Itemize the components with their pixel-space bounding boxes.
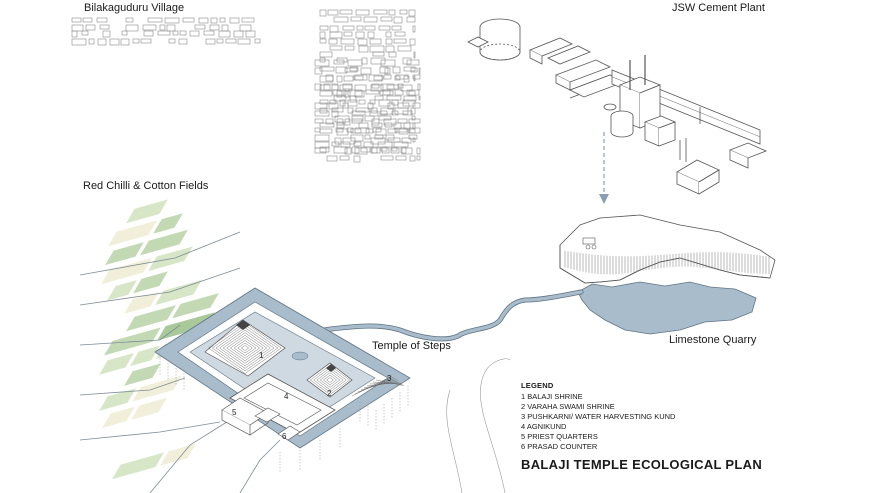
fields-patchwork bbox=[94, 196, 224, 483]
site-number-5: 5 bbox=[232, 408, 237, 417]
legend-item-1: 1 BALAJI SHRINE bbox=[521, 392, 583, 401]
quarry-label: Limestone Quarry bbox=[669, 334, 757, 346]
cement-plant-drawing bbox=[467, 18, 768, 195]
site-number-4: 4 bbox=[284, 392, 289, 401]
legend: LEGEND 1 BALAJI SHRINE 2 VARAHA SWAMI SH… bbox=[521, 381, 675, 452]
legend-item-3: 3 PUSHKARNI/ WATER HARVESTING KUND bbox=[521, 412, 676, 421]
legend-item-5: 5 PRIEST QUARTERS bbox=[521, 432, 598, 441]
temple-of-steps-drawing bbox=[154, 287, 411, 472]
contour-lines bbox=[446, 358, 511, 493]
stream bbox=[313, 289, 584, 342]
site-number-2: 2 bbox=[327, 389, 332, 398]
cement-plant-label: JSW Cement Plant bbox=[672, 2, 765, 14]
plan-title: BALAJI TEMPLE ECOLOGICAL PLAN bbox=[521, 457, 763, 472]
village-label: Bilakaguduru Village bbox=[84, 2, 185, 14]
site-number-1: 1 bbox=[259, 351, 264, 360]
temple-label: Temple of Steps bbox=[372, 340, 451, 352]
legend-item-6: 6 PRASAD COUNTER bbox=[521, 442, 598, 451]
legend-item-4: 4 AGNIKUND bbox=[521, 422, 567, 431]
field-roads bbox=[79, 231, 281, 493]
transport-link bbox=[599, 132, 609, 204]
limestone-quarry-drawing bbox=[559, 214, 776, 335]
site-number-6: 6 bbox=[282, 432, 287, 441]
fields-label: Red Chilli & Cotton Fields bbox=[83, 180, 209, 192]
legend-item-2: 2 VARAHA SWAMI SHRINE bbox=[521, 402, 615, 411]
village-grid bbox=[71, 9, 421, 163]
legend-heading: LEGEND bbox=[521, 381, 554, 390]
site-number-3: 3 bbox=[387, 374, 392, 383]
